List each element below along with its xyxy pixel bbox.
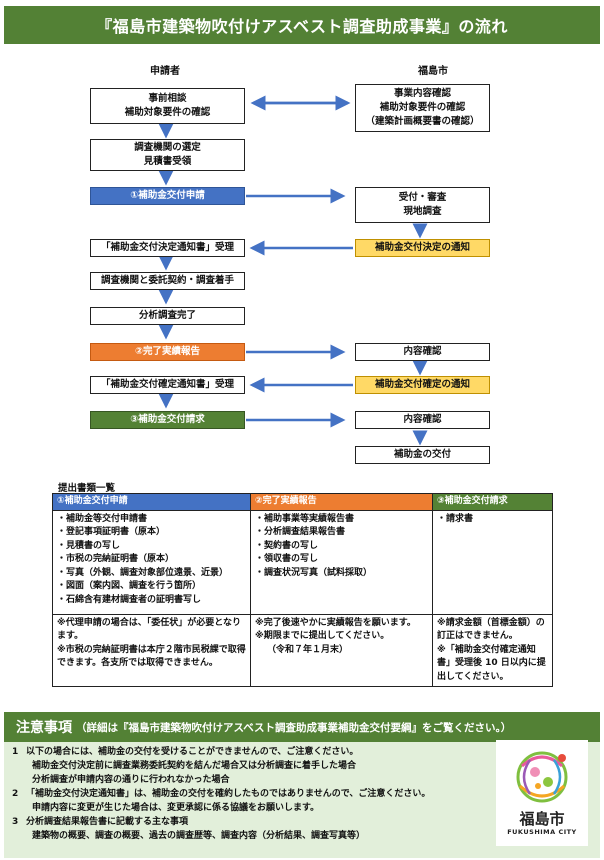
docs-col-report: ・補助事業等実績報告書 ・分析調査結果報告書 ・契約書の写し ・領収書の写し ・… <box>250 509 433 615</box>
grant-box: 補助金の交付 <box>355 446 490 464</box>
logo-emblem-icon <box>516 751 568 803</box>
doc-item: ・補助金等交付申請書 <box>57 513 148 524</box>
docs-title: 提出書類一覧 <box>58 483 116 494</box>
docs-header-claim: ③補助金交付請求 <box>432 493 553 511</box>
doc-item: ・請求書 <box>437 513 474 524</box>
fukushima-city-logo: 福島市 FUKUSHIMA CITY <box>496 740 588 846</box>
notice-decision-box: 補助金交付決定の通知 <box>355 239 490 257</box>
doc-item: ・市税の完納証明書（原本） <box>57 554 175 564</box>
notice-item: 2「補助金交付決定通知書」は、補助金の交付を確約したものではありませんので、ご注… <box>12 788 431 799</box>
docs-col-claim: ・請求書 <box>432 509 553 615</box>
notice-subitem: 建築物の概要、調査の概要、過去の調査歴等、調査内容（分析結果、調査写真等） <box>32 830 366 841</box>
doc-item: ・契約書の写し <box>255 540 319 551</box>
doc-item: ・補助事業等実績報告書 <box>255 513 355 524</box>
doc-item: ・登記事項証明書（原本） <box>57 527 166 537</box>
notice-subitem: 補助金交付決定前に調査業務委託契約を結んだ場合又は分析調査に着手した場合 <box>32 760 357 771</box>
logo-name: 福島市 <box>519 810 565 828</box>
docs-table: ①補助金交付申請 ②完了実績報告 ③補助金交付請求 ・補助金等交付申請書 ・登記… <box>52 493 553 687</box>
column-applicant: 申請者 <box>150 66 180 77</box>
notice-subitem: 分析調査が申請内容の通りに行われなかった場合 <box>32 774 230 785</box>
consult-box: 事前相談補助対象要件の確認 <box>90 88 245 124</box>
receive-confirm-box: 「補助金交付確定通知書」受理 <box>90 376 245 394</box>
logo-english-name: FUKUSHIMA CITY <box>507 828 577 836</box>
city-check-box: 事業内容確認補助対象要件の確認（建築計画概要書の確認） <box>355 84 490 132</box>
apply-box: ①補助金交付申請 <box>90 187 245 205</box>
select-box: 調査機関の選定見積書受領 <box>90 139 245 171</box>
docs-header-apply: ①補助金交付申請 <box>52 493 251 511</box>
receive-decision-box: 「補助金交付決定通知書」受理 <box>90 239 245 257</box>
docs-header-report: ②完了実績報告 <box>250 493 433 511</box>
notice-confirm-box: 補助金交付確定の通知 <box>355 376 490 394</box>
notice-header: 注意事項 （詳細は『福島市建築物吹付けアスベスト調査助成事業補助金交付要綱』をご… <box>4 712 600 742</box>
doc-item: ・図面（案内図、調査を行う箇所） <box>57 581 202 591</box>
docs-note-claim: ※請求金額（首標金額）の訂正はできません。 ※「補助金交付確定通知書」受理後 1… <box>432 613 553 687</box>
complete-box: 分析調査完了 <box>90 307 245 325</box>
doc-item: ・石綿含有建材調査者の証明書写し <box>57 594 202 605</box>
doc-item: ・領収書の写し <box>255 554 319 564</box>
page-title: 『福島市建築物吹付けアスベスト調査助成事業』の流れ <box>4 6 600 44</box>
notice-title: 注意事項 <box>16 720 72 736</box>
flow-arrows <box>158 95 428 446</box>
notice-subitem: 申請内容に変更が生じた場合は、変更承認に係る協議をお願いします。 <box>32 802 320 813</box>
claim-box: ③補助金交付請求 <box>90 411 245 429</box>
receipt-box: 受付・審査現地調査 <box>355 187 490 223</box>
column-city: 福島市 <box>418 66 448 77</box>
notice-subtitle: （詳細は『福島市建築物吹付けアスベスト調査助成事業補助金交付要綱』をご覧ください… <box>76 721 512 734</box>
doc-item: ・調査状況写真（試料採取） <box>255 567 373 578</box>
content-check-box-1: 内容確認 <box>355 343 490 361</box>
doc-item: ・見積書の写し <box>57 540 121 551</box>
report-box: ②完了実績報告 <box>90 343 245 361</box>
doc-item: ・分析調査結果報告書 <box>255 527 346 537</box>
docs-note-report: ※完了後速やかに実績報告を願います。 ※期限までに提出してください。 （令和７年… <box>250 613 433 687</box>
docs-note-apply: ※代理申請の場合は、「委任状」が必要となります。 ※市税の完納証明書は本庁２階市… <box>52 613 251 687</box>
doc-item: ・写真（外観、調査対象部位遠景、近景） <box>57 567 229 578</box>
docs-col-apply: ・補助金等交付申請書 ・登記事項証明書（原本） ・見積書の写し ・市税の完納証明… <box>52 509 251 615</box>
contract-box: 調査機関と委託契約・調査着手 <box>90 272 245 290</box>
content-check-box-2: 内容確認 <box>355 411 490 429</box>
